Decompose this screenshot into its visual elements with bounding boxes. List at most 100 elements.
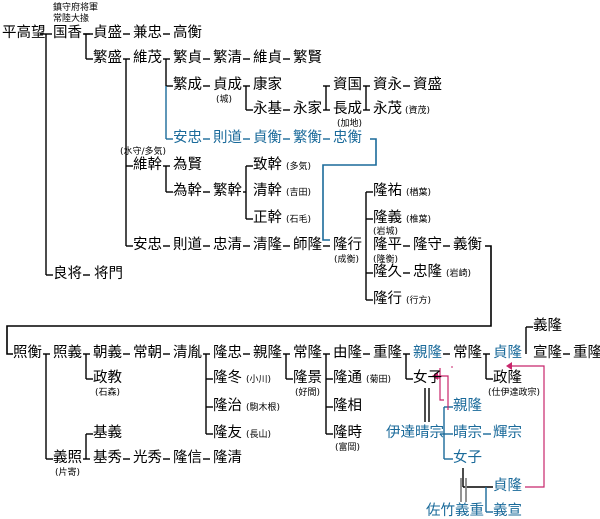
- node-datemune: 伊達晴宗: [386, 425, 444, 441]
- node-masakado: 将門: [94, 266, 123, 282]
- node-chikataka: 親隆: [253, 345, 282, 361]
- node-teruyoshi: 照義: [53, 345, 82, 361]
- node-morotaka: 師隆: [293, 237, 322, 253]
- note-kakuda: (菊田): [366, 375, 392, 385]
- note-yoshida: (吉田): [286, 188, 312, 198]
- note-koma: (富岡): [335, 443, 361, 453]
- note-yukikata: (行方): [406, 296, 432, 306]
- note-narie: (成衡): [334, 255, 360, 265]
- node-kanetada: 兼忠: [133, 25, 162, 41]
- node-masanori: 政教: [93, 370, 122, 386]
- note-taka: (隆衡): [373, 255, 399, 265]
- node-terumune: 輝宗: [493, 425, 522, 441]
- node-tadakiyo: 忠清: [213, 237, 242, 253]
- node-takamori: 隆守: [413, 237, 442, 253]
- node-nagaie: 永家: [293, 101, 322, 117]
- node-satake: 佐竹義重: [426, 503, 484, 519]
- node-tadataka: 忠隆: [413, 264, 442, 280]
- note-date: (仕伊達政宗): [488, 388, 541, 398]
- node-tsunetomo: 常朝: [133, 345, 162, 361]
- pink-arrow-1: [432, 372, 438, 380]
- note-suishu: (水守/多気): [120, 147, 167, 157]
- node-munemoto: 致幹: [253, 157, 282, 173]
- node-sukekuni: 資国: [333, 77, 362, 93]
- node-takatoki: 隆時: [333, 425, 362, 441]
- pink-link-3: [438, 375, 449, 410]
- note-shiro: (城): [216, 95, 233, 105]
- node-shigenari: 繁成: [173, 77, 202, 93]
- node-yoshimochi: 良将: [53, 266, 82, 282]
- node-tsunetaka1: 常隆: [293, 345, 322, 361]
- title-hitachi: 常陸大掾: [53, 14, 90, 24]
- node-takayuki2: 隆行: [373, 291, 402, 307]
- note-iwasaki: (岩崎): [446, 269, 472, 279]
- node-onna2: 女子: [453, 450, 482, 466]
- node-sukemori: 資盛: [413, 77, 442, 93]
- node-takamichi: 隆通: [333, 370, 362, 386]
- node-takayuki1: 隆行: [333, 237, 362, 253]
- node-masataka: 政隆: [493, 370, 522, 386]
- node-yoshitaka2: 義隆: [533, 318, 562, 334]
- node-takahisa: 隆久: [373, 264, 402, 280]
- node-sukenaga: 資永: [373, 77, 402, 93]
- node-shigemoto: 繁幹: [213, 183, 242, 199]
- node-kiyomoto: 清幹: [253, 183, 282, 199]
- note-shiraha: (椎葉): [406, 215, 432, 225]
- node-takakiyo: 隆清: [213, 450, 242, 466]
- node-kiyotaka: 清隆: [253, 237, 282, 253]
- node-norimichi2: 則道: [173, 237, 202, 253]
- node-takakage: 隆景: [293, 370, 322, 386]
- node-mitsuhide: 光秀: [133, 450, 162, 466]
- node-norimichi1: 則道: [213, 130, 242, 146]
- note-ishige: (石毛): [286, 215, 312, 225]
- node-harumune1: 晴宗: [453, 425, 482, 441]
- note-nagayama: (長山): [246, 430, 272, 440]
- node-koremoto: 維幹: [133, 157, 162, 173]
- node-chikataka2: 親隆: [413, 345, 442, 361]
- note-narashi: (楢葉): [406, 188, 432, 198]
- node-shigehira: 繁衡: [293, 130, 322, 146]
- note-sibon: (資茂): [405, 106, 431, 116]
- node-heitakamochi: 平高望: [2, 25, 46, 41]
- node-takasuke2: 隆相: [333, 398, 362, 414]
- node-shigekiyo: 繁清: [213, 50, 242, 66]
- node-nagamoto: 永基: [253, 101, 282, 117]
- node-chikataka3: 親隆: [453, 398, 482, 414]
- node-takasuke: 隆祐: [373, 183, 402, 199]
- node-yasutada2: 安忠: [133, 237, 162, 253]
- link-down: [6, 245, 492, 355]
- node-takahira1: 高衡: [173, 25, 202, 41]
- pink-link-2: [512, 365, 545, 488]
- note-kujiki: (駒木根): [246, 403, 281, 413]
- node-sadataka2: 貞隆: [493, 478, 522, 494]
- node-onna1: 女子: [413, 370, 442, 386]
- node-nagashige: 長成: [333, 101, 362, 117]
- node-tomoyoshi: 朝義: [93, 345, 122, 361]
- node-takayoshi: 隆義: [373, 210, 402, 226]
- node-yoshitaka1: 由隆: [333, 345, 362, 361]
- node-tamemoto: 為幹: [173, 183, 202, 199]
- node-tamemasa: 為賢: [173, 157, 202, 173]
- note-kachi: (加地): [337, 119, 363, 129]
- node-shigemori: 繁盛: [93, 50, 122, 66]
- blue-connector: [322, 138, 377, 241]
- node-takatada: 隆忠: [213, 345, 242, 361]
- node-koresada: 維貞: [253, 50, 282, 66]
- node-takanobu: 隆信: [173, 450, 202, 466]
- node-takaharu: 隆治: [213, 398, 242, 414]
- node-motohide: 基秀: [93, 450, 122, 466]
- node-tadahira: 忠衡: [333, 130, 362, 146]
- node-shigetaka: 重隆: [373, 345, 402, 361]
- node-takahira2: 隆平: [373, 237, 402, 253]
- node-shigekata: 繁賢: [293, 50, 322, 66]
- note-katayose: (片寄): [55, 468, 81, 478]
- node-yoshinobu: 義宣: [493, 503, 522, 519]
- note-iwaki: (岩城): [373, 227, 399, 237]
- node-kunika: 国香: [53, 25, 82, 41]
- node-yoshiteru: 義照: [53, 450, 82, 466]
- node-shigetaka2: 重隆: [573, 345, 600, 361]
- node-takatomo: 隆友: [213, 425, 242, 441]
- pink-link-1: [435, 368, 444, 401]
